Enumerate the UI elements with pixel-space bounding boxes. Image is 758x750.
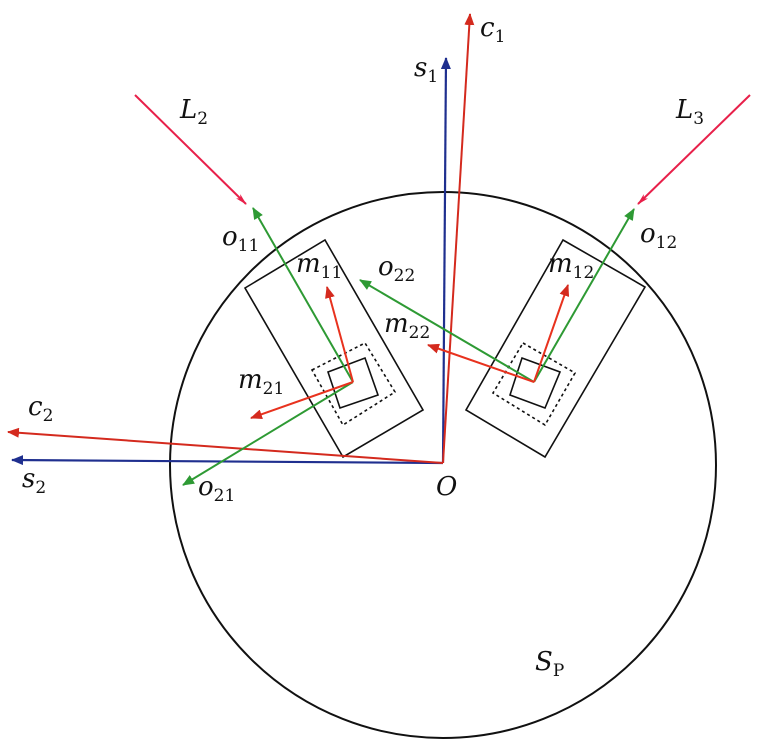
c2-arrow [7,427,444,464]
label-L3: L3 [675,95,704,129]
L2-ray [134,94,247,205]
m22-arrow [427,343,535,383]
m12-arrow [533,284,570,383]
label-m12: m12 [548,249,594,283]
left-module-rect [243,238,425,459]
label-s1: s1 [414,53,438,87]
label-m22: m22 [384,309,430,343]
label-s2: s2 [22,464,46,498]
o12-arrow [533,208,635,383]
label-m21: m21 [238,365,284,399]
s2-arrow [11,455,444,466]
sphere-outline [169,191,717,739]
label-o12: o12 [640,219,677,253]
label-c2: c2 [28,392,53,426]
label-o21: o21 [198,472,235,506]
left-dotted-square [310,341,397,427]
label-o11: o11 [222,222,259,256]
c1-arrow [442,13,475,464]
left-inner-square [326,356,380,410]
m11-arrow [325,286,354,383]
o11-arrow [252,207,354,383]
label-c1: c1 [480,13,505,47]
label-L2: L2 [179,95,208,129]
label-o22: o22 [378,252,415,286]
o22-arrow [359,279,535,383]
right-module-rect [464,238,647,459]
right-inner-square [509,356,562,410]
L3-ray [637,94,751,205]
right-dotted-square [491,341,577,427]
s1-arrow [440,57,451,464]
label-origin: O [436,472,457,502]
o21-arrow [182,381,354,486]
m21-arrow [250,381,354,420]
label-Sp: SP [535,647,564,681]
label-m11: m11 [296,249,342,283]
